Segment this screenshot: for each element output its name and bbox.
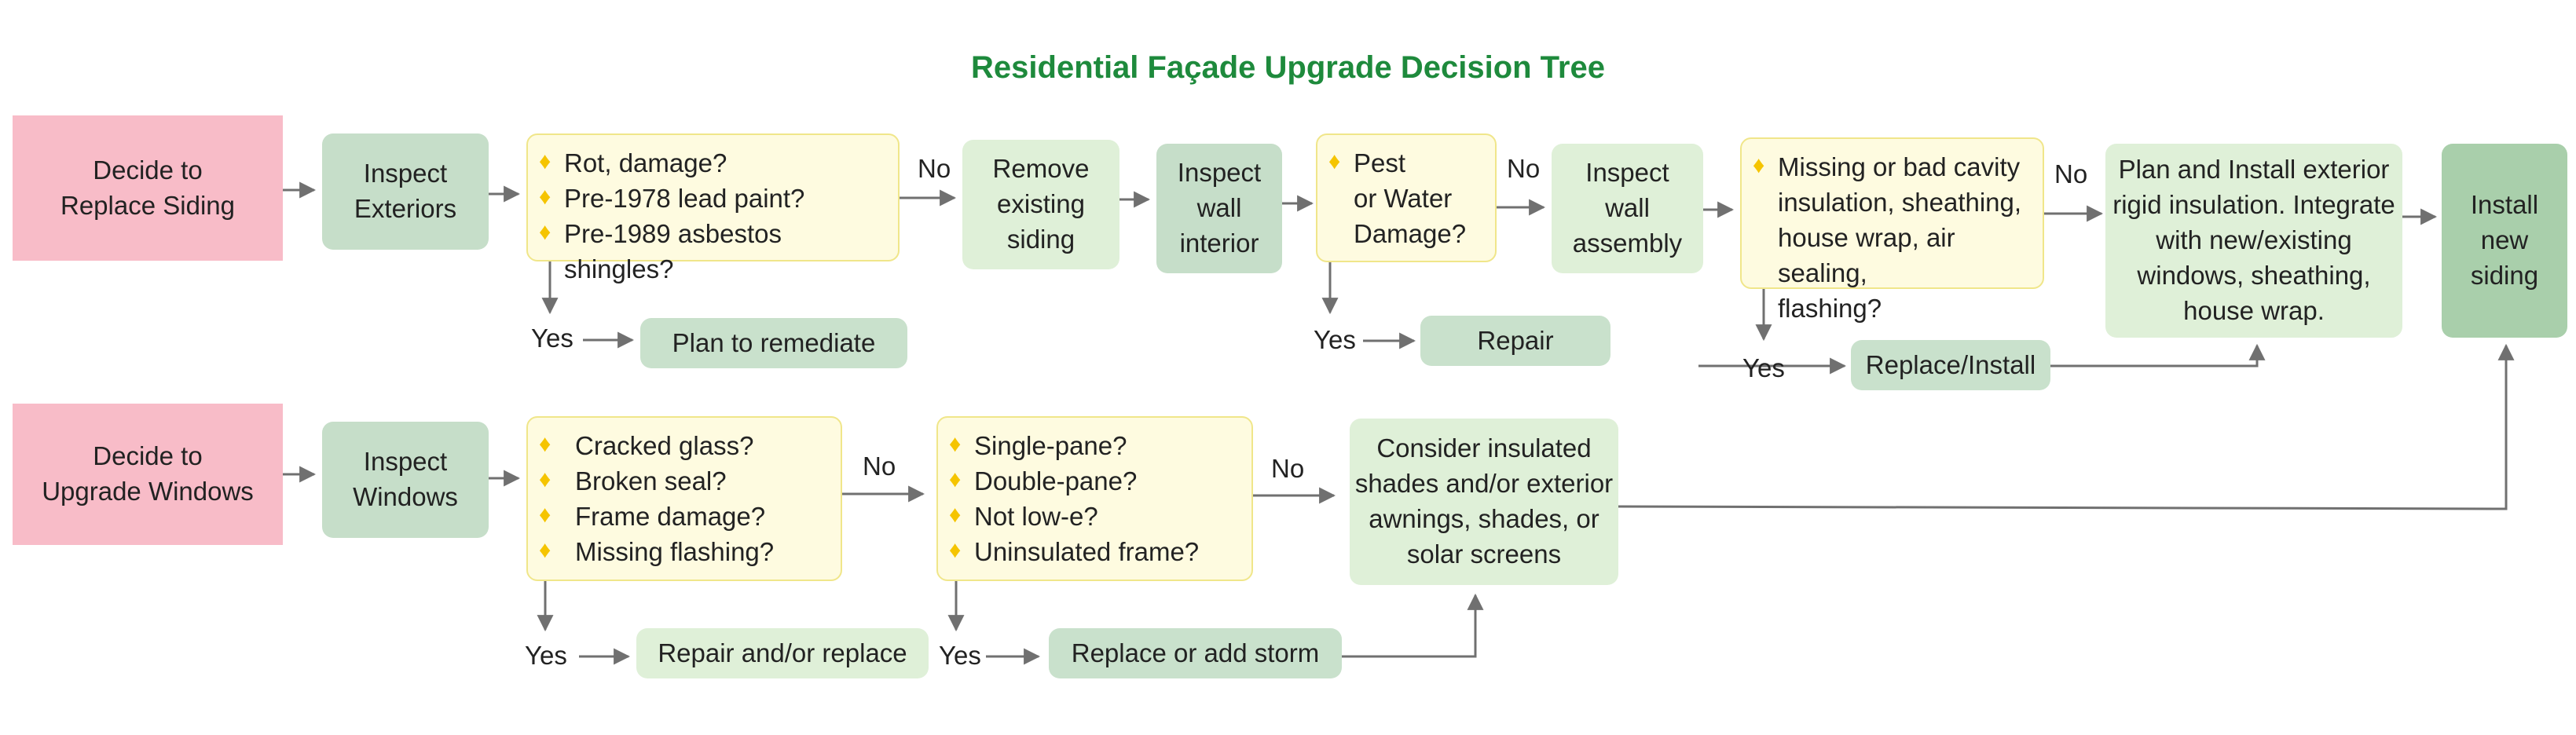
consider-insulated-shades-box: Consider insulated shades and/or exterio…	[1350, 419, 1618, 585]
consider-insulated-shades-text: Consider insulated shades and/or exterio…	[1354, 433, 1614, 569]
replace-or-add-storm-text: Replace or add storm	[1071, 638, 1320, 667]
diamond-icon: ♦	[949, 431, 962, 457]
decide-replace-siding-box: Decide to Replace Siding	[13, 115, 283, 261]
diamond-icon: ♦	[1753, 152, 1765, 178]
plan-to-remediate-text: Plan to remediate	[672, 327, 876, 357]
question-text: Rot, damage?	[564, 148, 727, 177]
diamond-icon: ♦	[539, 536, 551, 563]
question-item: ♦ Uninsulated frame?	[949, 535, 1240, 570]
repair-text: Repair	[1477, 325, 1554, 355]
window-q1-no-label: No	[863, 452, 896, 481]
replace-or-add-storm-box: Replace or add storm	[1049, 628, 1342, 678]
question-item: ♦ Cracked glass?	[539, 429, 830, 464]
window-q2-no-label: No	[1271, 454, 1305, 483]
inspect-wall-assembly-text: Inspect wall assembly	[1572, 158, 1683, 258]
question-text: Frame damage?	[575, 501, 766, 531]
remove-existing-siding-text: Remove existing siding	[992, 154, 1090, 254]
question-item: ♦ Frame damage?	[539, 499, 830, 535]
question-text: Double-pane?	[974, 466, 1138, 495]
diamond-icon: ♦	[539, 466, 551, 492]
replace-install-text: Replace/Install	[1865, 349, 2036, 379]
siding-damage-question-box: ♦ Rot, damage? ♦ Pre-1978 lead paint? ♦ Pre…	[526, 133, 900, 283]
question-text: Not low-e?	[974, 501, 1098, 531]
wall-assembly-question-box: ♦ Missing or bad cavity insulation, sheat…	[1740, 137, 2044, 323]
repair-and-or-replace-box: Repair and/or replace	[636, 628, 929, 678]
diamond-icon: ♦	[539, 218, 551, 245]
diamond-icon: ♦	[1328, 148, 1341, 174]
repair-and-or-replace-text: Repair and/or replace	[658, 638, 907, 667]
diamond-icon: ♦	[539, 501, 551, 528]
inspect-windows-text: Inspect Windows	[353, 447, 458, 511]
question-item: ♦ Pre-1989 asbestos shingles?	[539, 217, 887, 287]
plan-install-exterior-insulation-box: Plan and Install exterior rigid insulati…	[2105, 144, 2402, 338]
window-q2-yes-label: Yes	[939, 641, 981, 670]
inspect-exteriors-text: Inspect Exteriors	[354, 159, 457, 223]
inspect-wall-assembly-box: Inspect wall assembly	[1552, 144, 1703, 273]
question-text: Uninsulated frame?	[974, 536, 1200, 566]
pest-water-question-box: ♦ Pest or Water Damage?	[1316, 133, 1497, 262]
question-text: Pre-1989 asbestos shingles?	[564, 218, 782, 283]
question-item: ♦ Rot, damage?	[539, 146, 887, 181]
arrow-replace-storm-to-consider	[1342, 593, 1484, 658]
decide-replace-siding-text: Decide to Replace Siding	[60, 155, 235, 220]
window-damage-question-box: ♦ Cracked glass? ♦ Broken seal? ♦ Frame dam…	[526, 416, 842, 581]
plan-to-remediate-box: Plan to remediate	[640, 318, 907, 368]
arrow-replace-install-to-plan	[2050, 343, 2266, 368]
question-text: Broken seal?	[575, 466, 727, 495]
question-text: Missing flashing?	[575, 536, 775, 566]
remove-existing-siding-box: Remove existing siding	[962, 140, 1119, 269]
glazing-type-question-box: ♦Single-pane? ♦Double-pane? ♦Not low-e? …	[936, 416, 1253, 581]
question-text: Cracked glass?	[575, 431, 754, 460]
question-item: ♦ Broken seal?	[539, 464, 830, 499]
question-item: ♦ Pre-1978 lead paint?	[539, 181, 887, 217]
install-new-siding-box: Install new siding	[2442, 144, 2567, 338]
siding-q3-yes-label: Yes	[1742, 353, 1785, 382]
inspect-exteriors-box: Inspect Exteriors	[322, 133, 489, 250]
diamond-icon: ♦	[949, 466, 962, 492]
inspect-wall-interior-text: Inspect wall interior	[1177, 158, 1262, 258]
diamond-icon: ♦	[539, 431, 551, 457]
question-text: Pre-1978 lead paint?	[564, 183, 805, 213]
repair-box: Repair	[1420, 316, 1610, 366]
siding-q3-no-label: No	[2054, 159, 2088, 188]
diamond-icon: ♦	[539, 183, 551, 210]
diamond-icon: ♦	[949, 536, 962, 563]
question-item: ♦ Double-pane?	[949, 464, 1240, 499]
question-item: ♦ Pest or Water Damage?	[1328, 146, 1484, 252]
diagram-title: Residential Façade Upgrade Decision Tree	[971, 50, 1605, 85]
siding-q2-no-label: No	[1507, 154, 1541, 183]
decide-upgrade-windows-text: Decide to Upgrade Windows	[42, 441, 254, 506]
question-item: ♦ Missing flashing?	[539, 535, 830, 570]
diamond-icon: ♦	[949, 501, 962, 528]
arrow-consider-to-install-siding	[1618, 343, 2515, 510]
siding-q2-yes-label: Yes	[1314, 325, 1356, 354]
inspect-windows-box: Inspect Windows	[322, 422, 489, 538]
install-new-siding-text: Install new siding	[2470, 190, 2539, 290]
question-text: Missing or bad cavity insulation, sheath…	[1778, 152, 2022, 323]
replace-install-box: Replace/Install	[1851, 340, 2050, 390]
inspect-wall-interior-box: Inspect wall interior	[1156, 144, 1282, 273]
question-item: ♦ Not low-e?	[949, 499, 1240, 535]
diamond-icon: ♦	[539, 148, 551, 174]
decide-upgrade-windows-box: Decide to Upgrade Windows	[13, 404, 283, 545]
siding-q1-yes-label: Yes	[531, 324, 573, 353]
question-text: Pest or Water Damage?	[1354, 148, 1467, 248]
question-item: ♦ Missing or bad cavity insulation, sheat…	[1753, 150, 2032, 326]
question-item: ♦ Single-pane?	[949, 429, 1240, 464]
siding-q1-no-label: No	[918, 154, 951, 183]
question-text: Single-pane?	[974, 431, 1127, 460]
plan-install-exterior-insulation-text: Plan and Install exterior rigid insulati…	[2112, 155, 2395, 325]
window-q1-yes-label: Yes	[525, 641, 567, 670]
